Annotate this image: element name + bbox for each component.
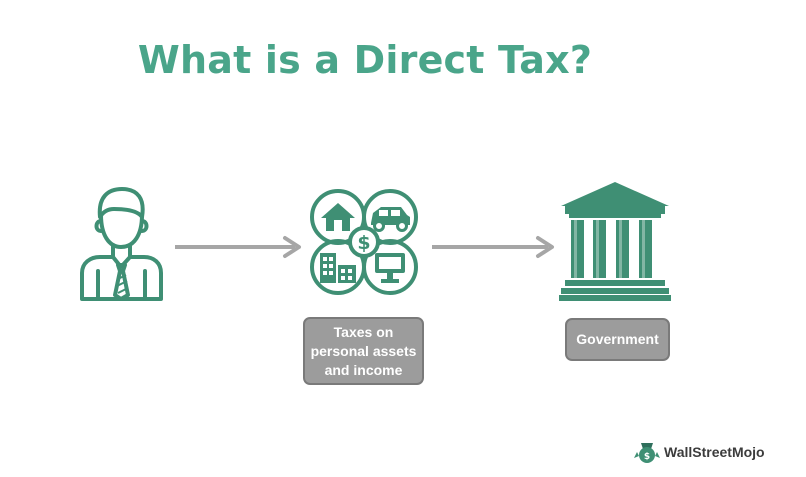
taxpayer-person-icon — [80, 187, 163, 301]
wallstreetmojo-logo-icon: $ — [634, 443, 660, 463]
svg-text:$: $ — [357, 232, 370, 254]
assets-label-line: personal assets — [310, 342, 417, 359]
assets-label-box: Taxes on personal assets and income — [303, 317, 424, 385]
brand-logo-text: WallStreetMojo — [664, 444, 765, 460]
government-building-icon — [559, 182, 671, 301]
wallstreetmojo-logo: $ WallStreetMojo — [634, 440, 765, 464]
assets-label-line: Taxes on — [333, 323, 394, 340]
personal-assets-icon: $ — [310, 189, 418, 295]
diagram-title: What is a Direct Tax? — [137, 38, 593, 82]
government-label-box: Government — [565, 318, 670, 361]
assets-label-line: and income — [324, 361, 403, 378]
svg-text:$: $ — [644, 452, 650, 462]
government-label: Government — [576, 331, 659, 347]
arrow-right-icon — [175, 236, 301, 258]
arrow-right-icon — [432, 236, 554, 258]
